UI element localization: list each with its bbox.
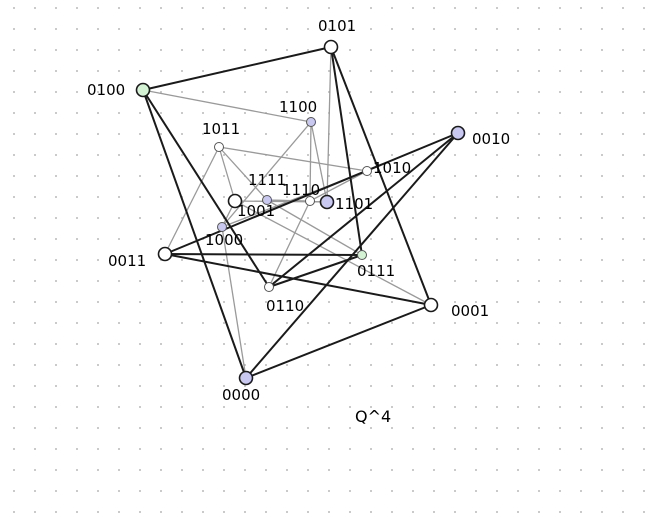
vertex-label-1001: 1001 (237, 202, 275, 220)
edge-0010-0011 (164, 132, 459, 255)
vertex-label-1100: 1100 (279, 98, 317, 116)
edge-1010-1011 (218, 146, 368, 172)
edge-0100-0101 (142, 46, 332, 91)
vertex-0010[interactable] (450, 125, 466, 141)
edge-0011-1011 (164, 146, 220, 255)
vertex-label-1110: 1110 (282, 181, 320, 199)
edge-1000-1100 (221, 121, 312, 228)
edge-0010-0110 (268, 132, 459, 288)
vertex-label-0010: 0010 (472, 130, 510, 148)
graph-caption: Q^4 (355, 407, 391, 426)
vertex-label-0110: 0110 (266, 297, 304, 315)
edge-0110-1110 (268, 200, 311, 288)
vertex-0011[interactable] (157, 246, 173, 262)
edge-1010-1110 (309, 170, 368, 202)
vertex-1101[interactable] (319, 194, 335, 210)
vertex-0001[interactable] (423, 297, 439, 313)
edge-0100-1100 (142, 89, 312, 123)
vertex-0000[interactable] (238, 370, 254, 386)
vertex-label-1111: 1111 (248, 171, 286, 189)
edge-0101-0111 (330, 46, 363, 256)
edge-0001-0101 (330, 46, 432, 306)
vertex-1011[interactable] (214, 142, 224, 152)
vertex-label-0101: 0101 (318, 17, 356, 35)
vertex-1100[interactable] (306, 117, 316, 127)
vertex-label-0000: 0000 (222, 386, 260, 404)
edge-0001-1001 (234, 200, 432, 306)
edge-0101-1101 (326, 46, 332, 203)
edge-1011-1111 (218, 146, 268, 201)
vertex-1110[interactable] (305, 196, 315, 206)
vertex-label-0001: 0001 (451, 302, 489, 320)
edge-0110-0111 (268, 254, 363, 288)
edge-1110-1111 (266, 199, 311, 202)
vertex-label-0111: 0111 (357, 262, 395, 280)
edge-0111-1111 (266, 199, 363, 256)
edge-layer (142, 46, 459, 379)
vertex-label-1010: 1010 (373, 159, 411, 177)
edge-0011-0111 (164, 253, 363, 256)
vertex-label-0100: 0100 (87, 81, 125, 99)
vertex-label-0011: 0011 (108, 252, 146, 270)
vertex-1010[interactable] (362, 166, 372, 176)
edge-0100-0110 (142, 89, 270, 288)
edge-0000-0100 (142, 89, 247, 379)
edge-0000-0001 (245, 304, 432, 379)
vertex-1000[interactable] (217, 222, 227, 232)
edge-0000-1000 (221, 226, 247, 379)
vertex-label-1000: 1000 (205, 231, 243, 249)
vertex-1001[interactable] (227, 193, 243, 209)
vertex-0110[interactable] (264, 282, 274, 292)
edge-1001-1011 (218, 146, 236, 202)
vertex-0111[interactable] (357, 250, 367, 260)
vertex-label-1101: 1101 (335, 195, 373, 213)
vertex-label-1011: 1011 (202, 120, 240, 138)
edge-1100-1110 (309, 121, 312, 202)
vertex-layer (135, 39, 466, 386)
edge-0001-0011 (164, 253, 432, 306)
vertex-0100[interactable] (135, 82, 151, 98)
vertex-1111[interactable] (262, 195, 272, 205)
vertex-0101[interactable] (323, 39, 339, 55)
label-layer: 0000 0001 0010 0011 0100 0101 0110 0111 1000 1001… (87, 17, 510, 404)
